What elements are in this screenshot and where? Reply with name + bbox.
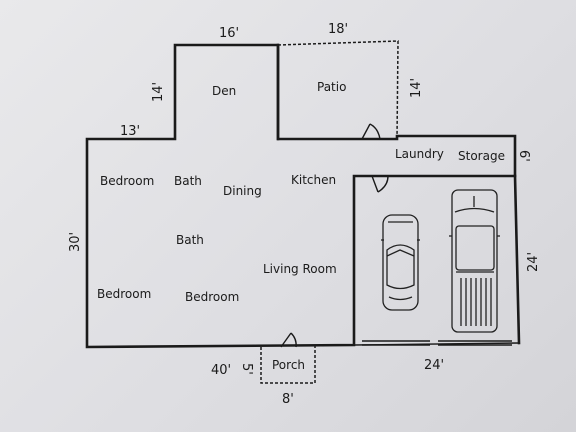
dim-porch-width: 8'	[282, 392, 294, 407]
porch-outline	[260, 346, 316, 384]
room-label-living-room: Living Room	[263, 262, 337, 276]
dim-garage-depth: 24'	[526, 252, 541, 272]
room-label-porch: Porch	[272, 358, 305, 372]
dim-patio-width: 18'	[328, 22, 348, 37]
pickup-truck-icon	[449, 189, 500, 333]
room-label-patio: Patio	[317, 80, 346, 94]
room-label-bedroom-s: Bedroom	[185, 290, 239, 304]
patio-outline	[277, 40, 399, 140]
room-label-bath-2: Bath	[176, 233, 204, 247]
dim-storage-depth: 6'	[516, 150, 531, 162]
dim-porch-depth: 5'	[239, 363, 254, 375]
car-icon	[381, 214, 420, 311]
truck-bed-slats	[460, 278, 492, 326]
dim-garage-width: 24'	[424, 358, 444, 373]
room-label-laundry: Laundry	[395, 147, 444, 161]
door-swing-icon	[371, 175, 389, 193]
dim-patio-depth: 14'	[409, 78, 424, 98]
door-swing-icon	[361, 123, 381, 140]
garage-doors	[362, 340, 512, 346]
room-label-bedroom-sw: Bedroom	[97, 287, 151, 301]
room-label-den: Den	[212, 84, 236, 98]
room-label-bedroom-nw: Bedroom	[100, 174, 154, 188]
room-label-storage: Storage	[458, 149, 505, 163]
dim-wing-width: 13'	[120, 124, 140, 139]
dim-house-depth: 30'	[68, 232, 83, 252]
door-swing-icon	[280, 332, 297, 348]
room-label-bath-1: Bath	[174, 174, 202, 188]
dim-den-width: 16'	[219, 26, 239, 41]
room-label-kitchen: Kitchen	[291, 173, 336, 187]
dim-house-width: 40'	[211, 363, 231, 378]
dim-den-depth: 14'	[151, 82, 166, 102]
room-label-dining: Dining	[223, 184, 262, 198]
